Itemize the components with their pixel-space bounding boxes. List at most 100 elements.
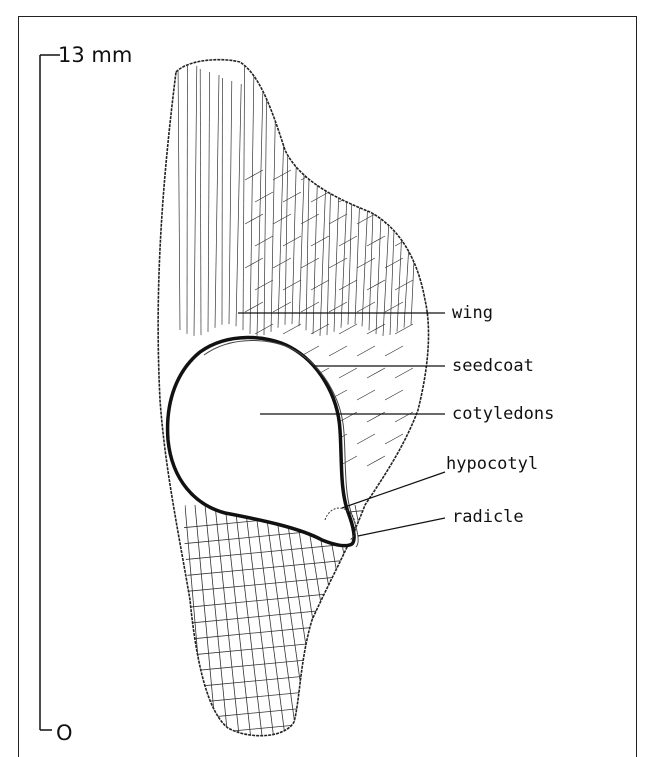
wing-striation [355,60,365,324]
wing-cross-stroke [283,236,301,246]
wing-striation [299,61,308,326]
wing-cross-stroke [385,390,403,400]
wing-vein [355,505,401,740]
wing-vein [285,505,320,740]
wing-striation [178,60,180,330]
label-wing: wing [452,303,493,323]
wing-cross-stroke [245,258,263,268]
label-radicle: radicle [452,507,524,527]
wing-cross-stroke [395,192,413,202]
scale-bottom-label: O [56,721,73,745]
scale-top-label: 13 mm [58,43,132,67]
wing-striation [271,74,276,332]
wing-cross-vein [180,622,370,640]
wing-striation [229,81,232,324]
wing-striation [411,84,422,325]
wing-striation [369,66,378,330]
wing-striation [376,69,387,334]
wing-cross-stroke [273,214,291,224]
wing-cross-stroke [329,170,347,180]
wing-striation [264,71,267,335]
wing-striation [292,83,298,324]
wing-cross-stroke [367,236,385,246]
wing-cross-stroke [357,390,375,400]
wing-cross-stroke [395,368,413,378]
wing-cross-stroke [339,192,357,202]
wing-striation [243,62,245,330]
wing-cross-stroke [339,324,357,334]
wing-cross-stroke [367,368,385,378]
wing-striation [200,69,201,335]
wing-striation [208,72,210,332]
wing-cross-stroke [367,192,385,202]
wing-striation [404,81,419,328]
wing-striation [194,66,197,336]
wing-cross-stroke [273,258,291,268]
wing-cross-stroke [339,368,357,378]
wing-striation [306,64,311,330]
wing-cross-stroke [339,236,357,246]
wing-cross-vein [180,606,370,624]
leader-radicle [358,518,445,536]
wing-cross-stroke [283,324,301,334]
wing-striation [257,68,263,336]
wing-cross-stroke [301,302,319,312]
wing-cross-stroke [367,280,385,290]
wing-cross-stroke [357,346,375,356]
wing-cross-stroke [357,302,375,312]
wing-cross-vein [180,638,370,656]
wing-cross-stroke [255,280,273,290]
wing-cross-vein [180,590,370,608]
wing-striation [278,77,286,328]
wing-cross-stroke [395,456,413,466]
scale-bar: 13 mm O [40,43,132,745]
label-cotyledons: cotyledons [452,404,554,424]
wing-cross-stroke [245,302,263,312]
wing-cross-stroke [385,346,403,356]
wing-cross-stroke [357,434,375,444]
wing-cross-stroke [283,192,301,202]
lower-wing-reticulation [180,505,401,740]
wing-cross-stroke [385,170,403,180]
wing-cross-vein [180,670,370,688]
wing-cross-stroke [385,434,403,444]
wing-striation [327,73,333,335]
wing-cross-stroke [357,170,375,180]
wing-cross-stroke [255,236,273,246]
wing-cross-stroke [329,258,347,268]
wing-cross-stroke [395,280,413,290]
leader-hypocotyl [342,472,445,508]
wing-cross-stroke [329,346,347,356]
wing-striation [383,72,397,336]
wing-striation [334,76,343,332]
wing-cross-stroke [329,302,347,312]
wing-cross-vein [180,558,370,576]
wing-cross-stroke [311,280,329,290]
wing-striation [397,78,409,332]
wing-cross-stroke [273,170,291,180]
wing-cross-stroke [339,280,357,290]
wing-cross-stroke [357,258,375,268]
wing-cross-stroke [301,258,319,268]
wing-cross-stroke [311,236,329,246]
wing-cross-stroke [273,302,291,312]
wing-cross-stroke [385,302,403,312]
wing-striation [236,84,241,326]
wing-cross-stroke [245,214,263,224]
wing-vein [235,505,263,740]
wing-cross-stroke [385,214,403,224]
wing-cross-stroke [367,456,385,466]
wing-striation [215,75,219,328]
wing-striation [250,65,254,334]
label-seedcoat: seedcoat [452,356,534,376]
wing-cross-stroke [311,192,329,202]
wing-striation [320,70,330,336]
wing-cross-stroke [245,170,263,180]
wing-vein [275,505,309,740]
wing-cross-stroke [255,192,273,202]
wing-cross-vein [180,718,370,736]
label-hypocotyl: hypocotyl [446,454,538,474]
wing-cross-vein [180,702,370,720]
wing-vein [225,505,251,740]
